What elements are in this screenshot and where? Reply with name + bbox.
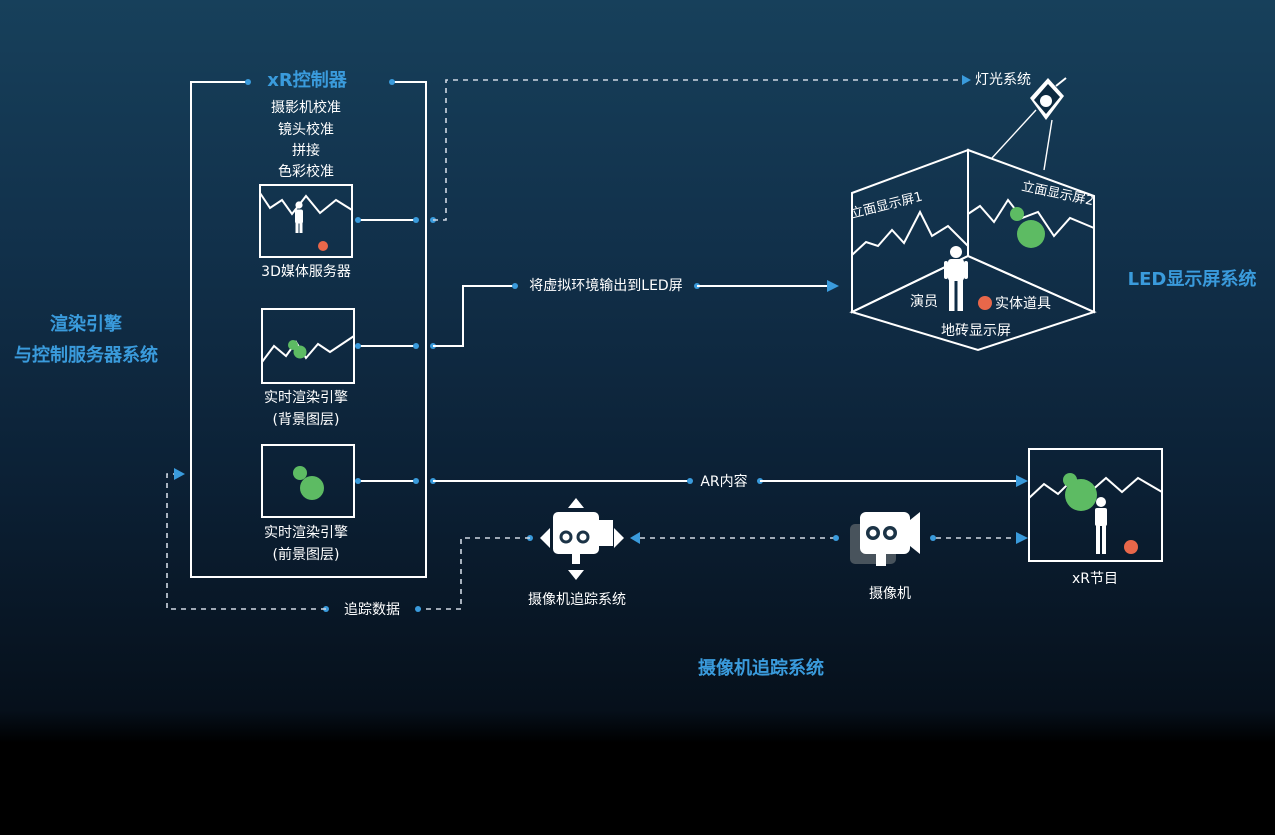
xr-program-label: xR节目 — [1072, 571, 1118, 587]
tracking-section-title: 摄像机追踪系统 — [698, 657, 824, 679]
xr-controller-box — [190, 79, 427, 578]
media-server-module — [259, 184, 353, 258]
camera-label: 摄像机 — [869, 586, 911, 602]
camera-icon — [850, 512, 920, 566]
person-icon — [295, 201, 303, 233]
bg-engine-label-1: 实时渲染引擎 — [264, 390, 348, 406]
lamp-icon — [1030, 77, 1067, 120]
program-actor-icon — [1095, 497, 1107, 554]
prop-label: 实体道具 — [995, 296, 1051, 312]
output-to-led-label: 将虚拟环境输出到LED屏 — [529, 278, 682, 294]
bg-engine-module — [261, 308, 355, 384]
actor-label: 演员 — [910, 294, 938, 310]
render-section-title-1: 渲染引擎 — [50, 313, 122, 335]
render-section-title-2: 与控制服务器系统 — [14, 344, 158, 366]
actor-icon — [944, 246, 968, 311]
prop-ball — [978, 296, 992, 310]
bg-engine-label-2: (背景图层) — [273, 412, 340, 428]
lighting-label: 灯光系统 — [975, 72, 1031, 88]
media-server-label: 3D媒体服务器 — [261, 264, 351, 280]
tracker-icon — [540, 498, 624, 580]
calib-item-1: 摄影机校准 — [271, 99, 341, 116]
led-section-title: LED显示屏系统 — [1128, 268, 1257, 290]
xr-program-frame — [1028, 448, 1163, 562]
calib-item-2: 镜头校准 — [278, 121, 334, 138]
calib-item-3: 拼接 — [292, 142, 320, 159]
xr-controller-title: xR控制器 — [267, 69, 347, 91]
tracker-label: 摄像机追踪系统 — [528, 592, 626, 608]
ar-content-label: AR内容 — [700, 473, 747, 490]
prop-dot — [318, 241, 328, 251]
tracking-data-label: 追踪数据 — [344, 602, 400, 618]
floor-label: 地砖显示屏 — [941, 323, 1011, 339]
calib-item-4: 色彩校准 — [278, 163, 334, 180]
fg-engine-label-2: (前景图层) — [273, 546, 340, 563]
fg-engine-module — [261, 444, 355, 518]
wall1-label: 立面显示屏1 — [849, 190, 924, 222]
fg-engine-label-1: 实时渲染引擎 — [264, 525, 348, 541]
led-stage — [849, 77, 1097, 352]
